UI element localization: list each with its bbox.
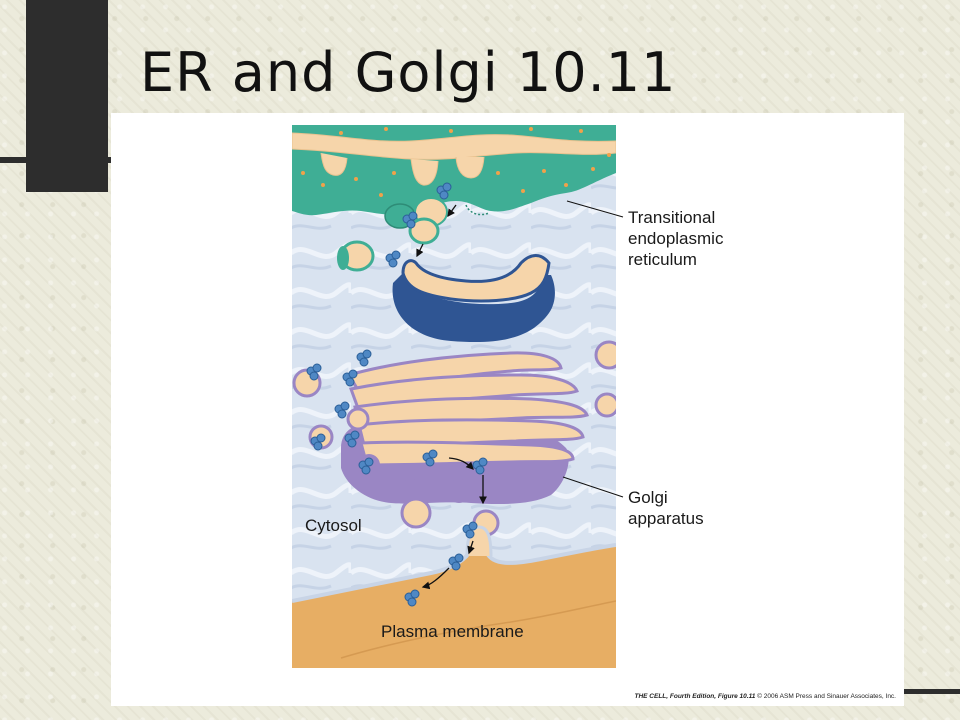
label-transitional-er-line3: reticulum bbox=[628, 250, 697, 269]
label-transitional-er-line2: endoplasmic bbox=[628, 229, 724, 248]
label-plasma-membrane: Plasma membrane bbox=[381, 622, 524, 641]
decor-vertical-bar bbox=[26, 0, 108, 192]
transitional-er bbox=[292, 125, 616, 229]
cargo-proteins bbox=[306, 182, 488, 607]
slide-title: ER and Golgi 10.11 bbox=[140, 41, 677, 104]
label-cytosol: Cytosol bbox=[305, 516, 362, 535]
credit-source: THE CELL, Fourth Edition, Figure 10.11 bbox=[634, 693, 756, 700]
transport-arrows bbox=[416, 204, 487, 590]
label-transitional-er-line1: Transitional bbox=[628, 208, 715, 227]
er-golgi-diagram: Transitional endoplasmic reticulum Golgi… bbox=[292, 125, 724, 668]
figure-panel: Transitional endoplasmic reticulum Golgi… bbox=[111, 113, 904, 706]
cis-golgi-cisterna bbox=[392, 254, 555, 343]
credit-copyright: © 2006 ASM Press and Sinauer Associates,… bbox=[757, 693, 896, 700]
figure-credit: THE CELL, Fourth Edition, Figure 10.11 ©… bbox=[634, 693, 896, 700]
er-transport-vesicles bbox=[337, 217, 440, 272]
secretory-vesicles bbox=[400, 497, 500, 537]
decor-bottom-right-line bbox=[903, 689, 960, 694]
golgi-stack bbox=[292, 340, 616, 505]
decor-horizontal-line bbox=[0, 157, 112, 163]
leader-lines bbox=[562, 200, 624, 498]
label-golgi-line2: apparatus bbox=[628, 509, 704, 528]
label-golgi-line1: Golgi bbox=[628, 488, 668, 507]
